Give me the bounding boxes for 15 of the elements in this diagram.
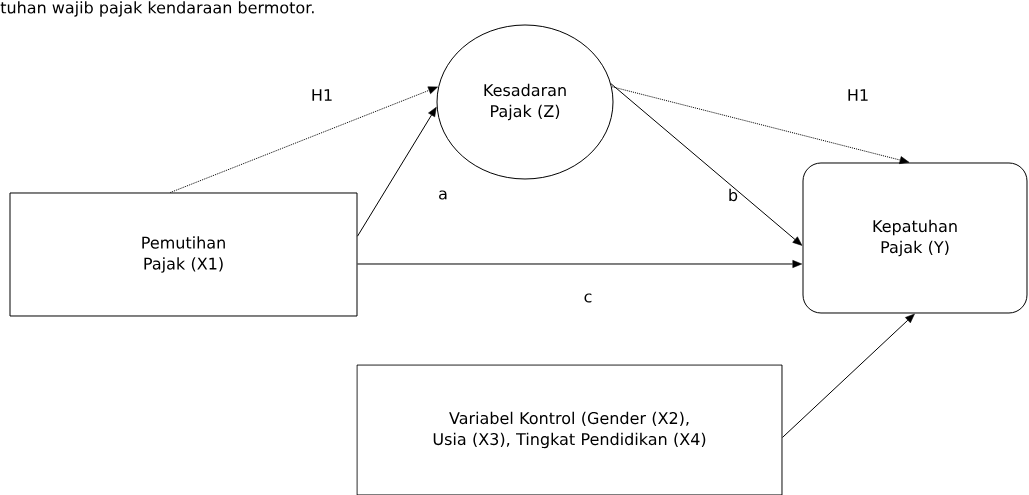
edge-label: b — [729, 188, 738, 202]
text-line: tuhan wajib pajak kendaraan bermotor. — [0, 1, 314, 17]
arrow — [611, 86, 910, 164]
arrow — [610, 83, 803, 246]
edge-label: a — [439, 190, 447, 200]
arrow — [169, 86, 438, 193]
variable-box: Pemutihan Pajak (X1) — [9, 192, 358, 317]
arrow — [782, 313, 915, 438]
variable-box: Kepatuhan Pajak (Y) — [802, 162, 1028, 314]
edge-label: H1 — [312, 89, 332, 101]
variable-box: Variabel Kontrol (Gender (X2), Usia (X3), Tingkat Pendidikan (X4) — [356, 364, 783, 495]
arrow — [357, 260, 803, 268]
arrow — [357, 106, 437, 237]
edge-label: c — [584, 293, 592, 303]
edge-label: H1 — [848, 89, 868, 101]
